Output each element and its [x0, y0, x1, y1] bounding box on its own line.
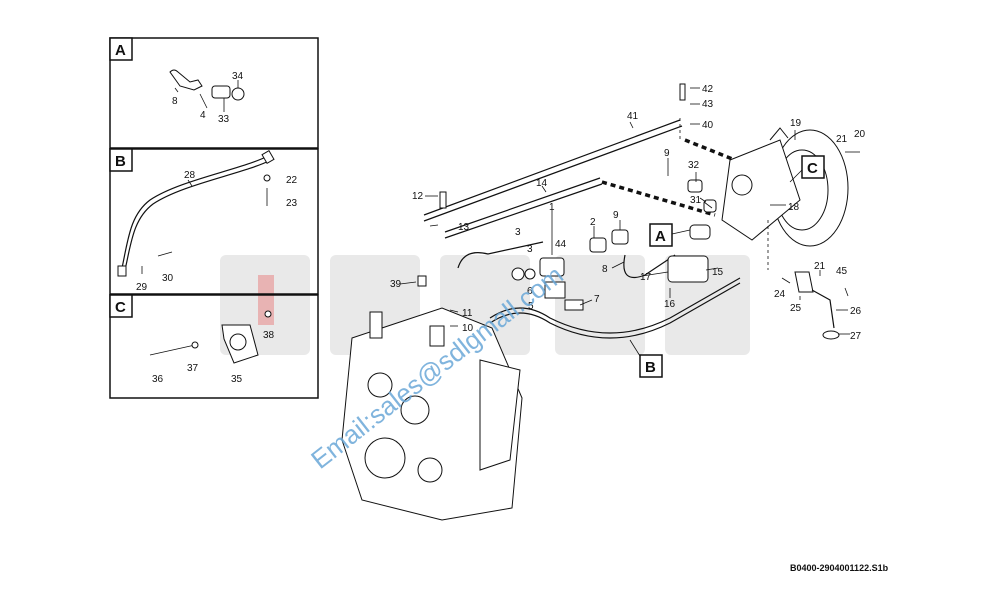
callout-c-letter: C [807, 160, 818, 177]
label-30: 30 [162, 273, 174, 284]
label-18: 18 [788, 202, 800, 213]
label-1: 1 [549, 202, 555, 213]
label-29: 29 [136, 282, 148, 293]
label-7: 7 [594, 294, 600, 305]
label-9a: 9 [664, 148, 670, 159]
label-8: 8 [172, 96, 178, 107]
label-36: 36 [152, 374, 164, 385]
detail-box-c: C 38 36 37 35 [109, 294, 319, 399]
label-38: 38 [263, 330, 275, 341]
label-3a: 3 [515, 227, 521, 238]
label-25: 25 [790, 303, 802, 314]
label-8: 8 [602, 264, 608, 275]
torque-converter [721, 127, 849, 247]
label-37: 37 [187, 363, 199, 374]
label-14: 14 [536, 178, 548, 189]
label-24: 24 [774, 289, 786, 300]
label-12: 12 [412, 191, 424, 202]
label-23: 23 [286, 198, 298, 209]
label-9b: 9 [613, 210, 619, 221]
label-31: 31 [690, 195, 702, 206]
callout-a-letter: A [655, 228, 666, 245]
label-45: 45 [836, 266, 848, 277]
detail-box-a: A 34 8 4 33 [109, 37, 319, 149]
label-21a: 21 [836, 134, 848, 145]
label-3b: 3 [527, 244, 533, 255]
label-4: 4 [200, 110, 206, 121]
detail-box-b: B 28 22 23 29 30 [109, 148, 319, 295]
label-11: 11 [462, 308, 473, 319]
label-28: 28 [184, 170, 196, 181]
hoses-and-pipes [423, 118, 769, 339]
label-21b: 21 [814, 261, 826, 272]
label-26: 26 [850, 306, 862, 317]
label-17: 17 [640, 272, 652, 283]
detail-box-a-letter: A [115, 42, 126, 59]
label-20: 20 [854, 129, 866, 140]
label-39: 39 [390, 279, 402, 290]
label-5: 5 [528, 301, 534, 312]
label-27: 27 [850, 331, 862, 342]
label-44: 44 [555, 239, 567, 250]
drawing-code: B0400-2904001122.S1b [790, 563, 889, 573]
callout-b-letter: B [645, 359, 656, 376]
detail-box-b-letter: B [115, 153, 126, 170]
label-42: 42 [702, 84, 714, 95]
label-41: 41 [627, 111, 639, 122]
label-35: 35 [231, 374, 243, 385]
label-34: 34 [232, 71, 244, 82]
label-16: 16 [664, 299, 676, 310]
label-22: 22 [286, 175, 298, 186]
leader-lines [399, 87, 860, 335]
label-19: 19 [790, 118, 802, 129]
transmission-housing [341, 307, 523, 521]
label-33: 33 [218, 114, 230, 125]
label-40: 40 [702, 120, 714, 131]
label-43: 43 [702, 99, 714, 110]
detail-box-c-letter: C [115, 299, 126, 316]
part-labels: 1 2 3 3 44 5 6 7 8 9 9 10 11 12 13 14 15… [390, 84, 866, 342]
label-13: 13 [458, 222, 470, 233]
label-6: 6 [527, 286, 533, 297]
label-15: 15 [712, 267, 724, 278]
label-32: 32 [688, 160, 700, 171]
label-10: 10 [462, 323, 474, 334]
label-2: 2 [590, 217, 596, 228]
callout-flags: A B C [629, 155, 825, 378]
